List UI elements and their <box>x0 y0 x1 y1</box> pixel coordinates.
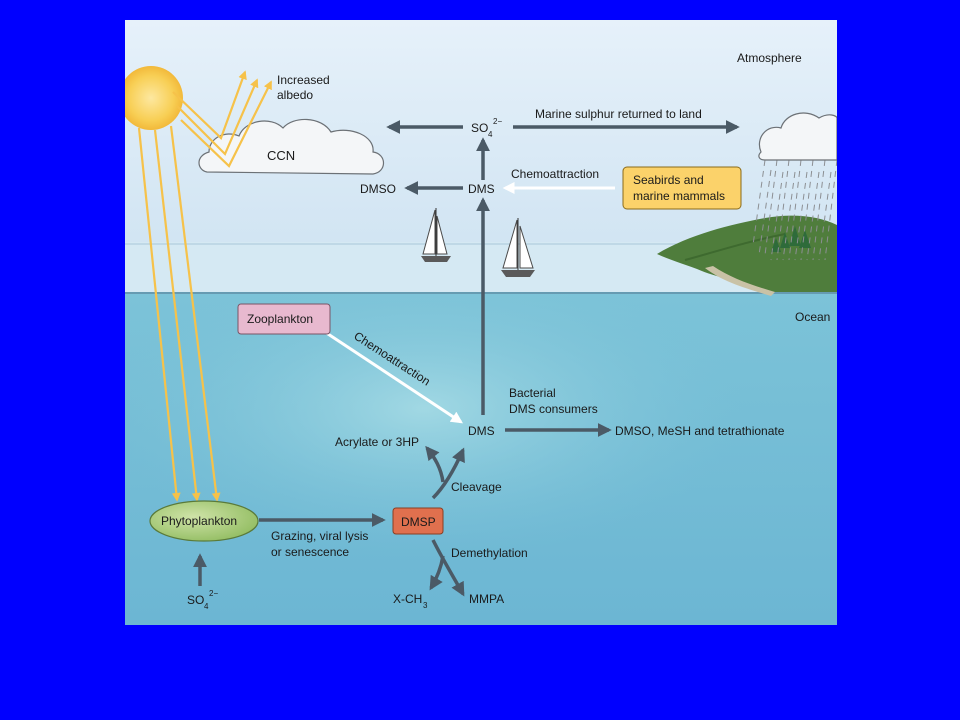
seabirds-label: Seabirds and <box>633 173 704 187</box>
svg-text:X-CH: X-CH <box>393 592 422 606</box>
dmso-atmosphere-label: DMSO <box>360 182 396 196</box>
xch3-label: X-CH 3 <box>393 592 428 610</box>
seabirds-box <box>622 166 742 210</box>
sun-icon <box>125 66 183 130</box>
increased-albedo-label: Increased <box>277 73 330 87</box>
cleavage-label: Cleavage <box>451 480 502 494</box>
acrylate-label: Acrylate or 3HP <box>335 435 419 449</box>
marine-sulphur-label: Marine sulphur returned to land <box>535 107 702 121</box>
svg-text:3: 3 <box>423 601 428 610</box>
svg-text:SO: SO <box>187 593 204 607</box>
grazing-label: Grazing, viral lysis <box>271 529 368 543</box>
sunlight-rays <box>137 70 272 502</box>
flow-arrows <box>193 120 740 597</box>
ccn-label: CCN <box>267 148 295 163</box>
phytoplankton-label: Phytoplankton <box>161 514 237 528</box>
sailboat-icon <box>501 218 535 277</box>
demethylation-label: Demethylation <box>451 546 528 560</box>
sailboat-icon <box>421 208 451 262</box>
so4-ocean-label: SO 4 2− <box>187 589 218 611</box>
svg-text:4: 4 <box>204 602 209 611</box>
diagram-canvas: Atmosphere Ocean Increased albedo CCN SO… <box>125 20 837 625</box>
mmpa-label: MMPA <box>469 592 504 606</box>
svg-text:2−: 2− <box>493 117 502 126</box>
svg-text:2−: 2− <box>209 589 218 598</box>
bacterial-consumers-label-2: DMS consumers <box>509 402 598 416</box>
chemoattraction-arrows <box>324 182 615 424</box>
rain-cloud <box>752 112 837 261</box>
zooplankton-box <box>237 303 331 335</box>
bacterial-consumers-label: Bacterial <box>509 386 556 400</box>
so4-atmosphere-label: SO 4 2− <box>471 117 502 139</box>
dms-ocean-label: DMS <box>468 424 495 438</box>
coastal-land <box>657 215 837 296</box>
increased-albedo-label-2: albedo <box>277 88 313 102</box>
svg-text:4: 4 <box>488 130 493 139</box>
dms-atmosphere-label: DMS <box>468 182 495 196</box>
svg-text:SO: SO <box>471 121 488 135</box>
zooplankton-label: Zooplankton <box>247 312 313 326</box>
seabirds-label-2: marine mammals <box>633 189 725 203</box>
phytoplankton-ellipse <box>149 500 259 542</box>
dmsp-box <box>392 507 444 535</box>
dmso-products-label: DMSO, MeSH and tetrathionate <box>615 424 785 438</box>
dmsp-label: DMSP <box>401 515 436 529</box>
grazing-label-2: or senescence <box>271 545 349 559</box>
ocean-label: Ocean <box>795 310 830 324</box>
sulfur-cycle-diagram: Atmosphere Ocean Increased albedo CCN SO… <box>125 20 837 625</box>
atmosphere-label: Atmosphere <box>737 51 802 65</box>
chemoattraction-air-label: Chemoattraction <box>511 167 599 181</box>
